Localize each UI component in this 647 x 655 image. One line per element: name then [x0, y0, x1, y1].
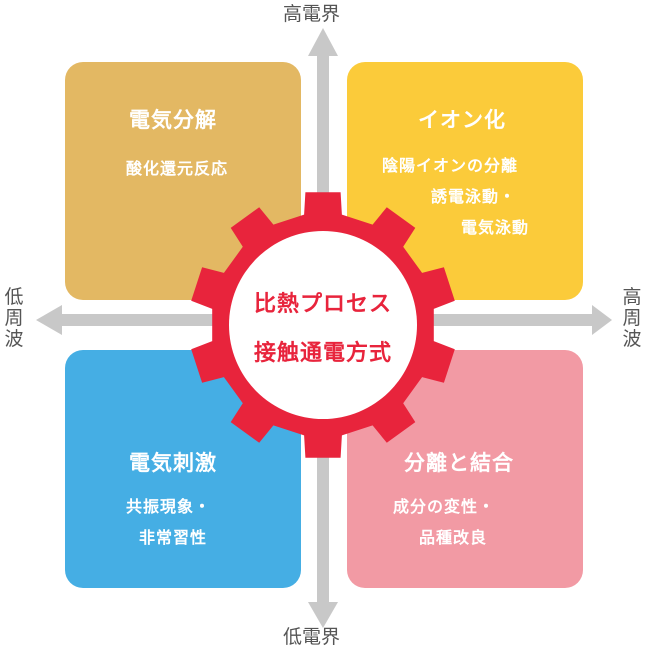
quadrant-line: 共振現象・ — [126, 497, 212, 516]
axis-label-top: 高電界 — [283, 3, 341, 25]
quadrant-line: 電気泳動 — [461, 218, 530, 237]
quadrant-line: 品種改良 — [419, 528, 488, 547]
quadrant-title: 電気分解 — [129, 108, 217, 132]
arrow-left-icon — [36, 305, 62, 335]
center-line: 比熱プロセス — [253, 292, 392, 317]
quadrant-line: 陰陽イオンの分離 — [382, 156, 519, 175]
quadrant-title: 分離と結合 — [404, 451, 514, 475]
quadrant-line: 成分の変性・ — [393, 497, 496, 516]
quadrant-line: 非常習性 — [139, 528, 208, 547]
arrow-down-icon — [308, 602, 338, 628]
axis-label-left-char: 周 — [4, 307, 24, 329]
axis-label-right: 高 周 波 — [621, 287, 643, 350]
gear-center-circle — [229, 231, 417, 419]
arrow-right-icon — [592, 305, 612, 335]
axis-label-left: 低 周 波 — [3, 287, 25, 350]
axis-label-left-char: 波 — [4, 328, 24, 350]
quadrant-line: 酸化還元反応 — [126, 159, 229, 178]
quadrant-top-right: イオン化 陰陽イオンの分離 誘電泳動・ 電気泳動 — [347, 62, 583, 300]
axis-label-left-char: 低 — [4, 286, 24, 308]
quadrant-title: イオン化 — [418, 108, 506, 132]
quadrant-title: 電気刺激 — [129, 451, 217, 475]
quadrant-bottom-left: 電気刺激 共振現象・ 非常習性 — [65, 350, 301, 588]
axis-label-right-char: 高 — [622, 286, 642, 308]
axis-label-right-char: 波 — [622, 328, 642, 350]
axis-label-bottom: 低電界 — [283, 626, 341, 648]
quadrant-line: 誘電泳動・ — [431, 187, 517, 206]
center-line: 接触通電方式 — [253, 341, 392, 366]
arrow-up-icon — [308, 28, 338, 56]
axis-label-right-char: 周 — [622, 307, 642, 329]
quadrant-bottom-right: 分離と結合 成分の変性・ 品種改良 — [347, 350, 583, 588]
